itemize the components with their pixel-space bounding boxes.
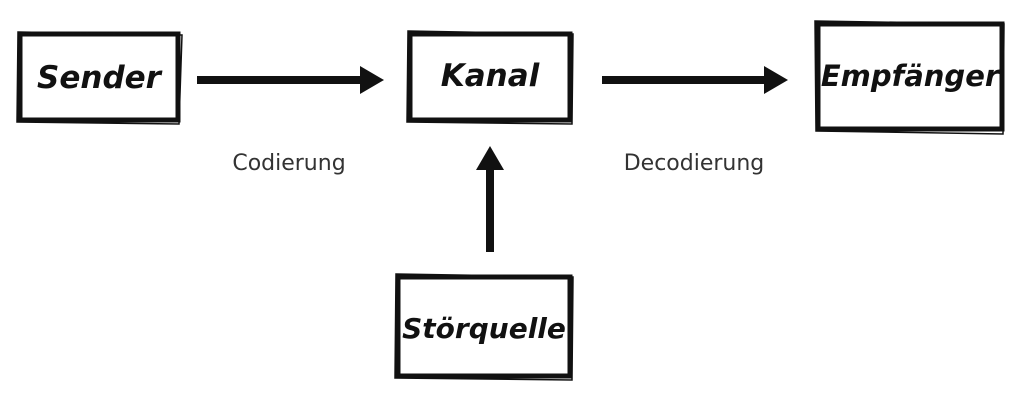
receiver-node: Empfänger — [814, 20, 1005, 135]
noise-source-box — [395, 274, 573, 379]
channel-label: Kanal — [441, 58, 540, 94]
noise-source-box-rough-edge — [394, 273, 574, 381]
channel-node: Kanal — [406, 30, 574, 125]
sender-node: Sender — [16, 31, 183, 125]
decoding-arrow — [602, 66, 788, 94]
channel-box-rough-edge — [406, 30, 574, 125]
receiver-box — [815, 21, 1005, 132]
noise-source-label: Störquelle — [402, 312, 566, 345]
channel-box — [407, 31, 573, 123]
sender-label: Sender — [37, 60, 163, 96]
noise-arrow — [476, 146, 504, 252]
noise-source-node: Störquelle — [394, 273, 574, 381]
sender-box-rough-edge — [16, 31, 183, 125]
sender-box — [17, 31, 181, 123]
encoding-arrow — [197, 66, 384, 94]
noise-arrowhead — [476, 146, 504, 170]
receiver-label: Empfänger — [821, 59, 1001, 93]
encoding-arrowhead — [360, 66, 384, 94]
encoding-label: Codierung — [232, 151, 345, 176]
decoding-label: Decodierung — [624, 151, 765, 176]
decoding-arrowhead — [764, 66, 788, 94]
receiver-box-rough-edge — [814, 20, 1005, 135]
